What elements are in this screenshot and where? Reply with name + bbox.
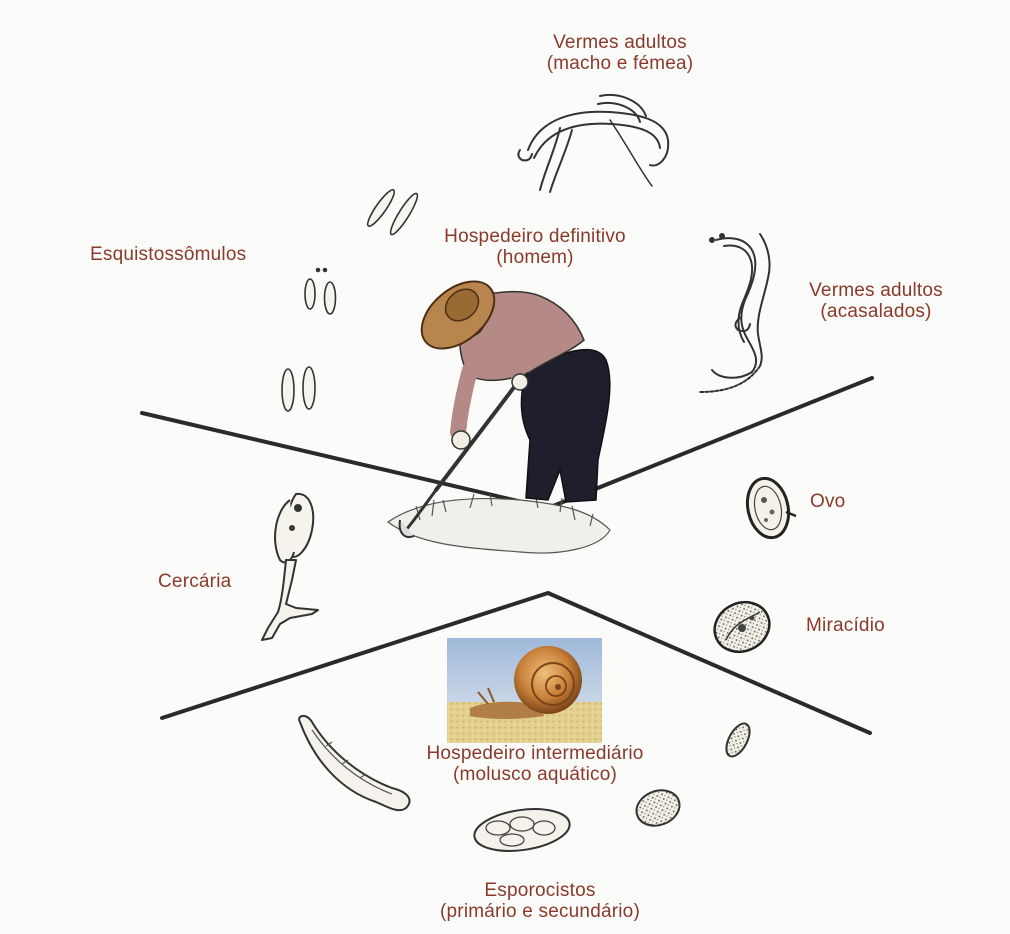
label-sporocysts: Esporocistos (primário e secundário) bbox=[405, 880, 675, 922]
snail-photo-icon bbox=[447, 638, 602, 743]
label-intermediate-host-line1: Hospedeiro intermediário bbox=[400, 743, 670, 764]
label-sporocysts-line1: Esporocistos bbox=[405, 880, 675, 901]
label-miracidium: Miracídio bbox=[806, 615, 885, 636]
cercaria-icon bbox=[262, 494, 318, 640]
label-adult-worms-mated-line2: (acasalados) bbox=[786, 301, 966, 322]
label-sporocysts-line2: (primário e secundário) bbox=[405, 901, 675, 922]
egg-icon bbox=[742, 474, 796, 541]
label-definitive-host-line2: (homem) bbox=[415, 247, 655, 268]
miracidium-icon bbox=[706, 593, 777, 660]
label-adult-worms-pair-line1: Vermes adultos bbox=[510, 32, 730, 53]
label-definitive-host: Hospedeiro definitivo (homem) bbox=[415, 226, 655, 268]
label-schistosomula-text: Esquistossômulos bbox=[90, 244, 246, 265]
schistosomula-icon bbox=[282, 187, 421, 411]
label-adult-worms-pair: Vermes adultos (macho e fémea) bbox=[510, 32, 730, 74]
mated-worms-icon bbox=[700, 234, 770, 392]
label-adult-worms-mated-line1: Vermes adultos bbox=[786, 280, 966, 301]
label-intermediate-host-line2: (molusco aquático) bbox=[400, 764, 670, 785]
label-intermediate-host: Hospedeiro intermediário (molusco aquáti… bbox=[400, 743, 670, 785]
label-schistosomula: Esquistossômulos bbox=[90, 244, 246, 265]
adult-worm-pair-icon bbox=[518, 95, 668, 192]
label-miracidium-text: Miracídio bbox=[806, 615, 885, 636]
farmer-figure-icon bbox=[388, 268, 610, 553]
label-egg: Ovo bbox=[810, 491, 845, 512]
label-cercaria-text: Cercária bbox=[158, 571, 231, 592]
label-adult-worms-pair-line2: (macho e fémea) bbox=[510, 53, 730, 74]
label-adult-worms-mated: Vermes adultos (acasalados) bbox=[786, 280, 966, 322]
label-cercaria: Cercária bbox=[158, 571, 231, 592]
label-definitive-host-line1: Hospedeiro definitivo bbox=[415, 226, 655, 247]
label-egg-text: Ovo bbox=[810, 491, 845, 512]
